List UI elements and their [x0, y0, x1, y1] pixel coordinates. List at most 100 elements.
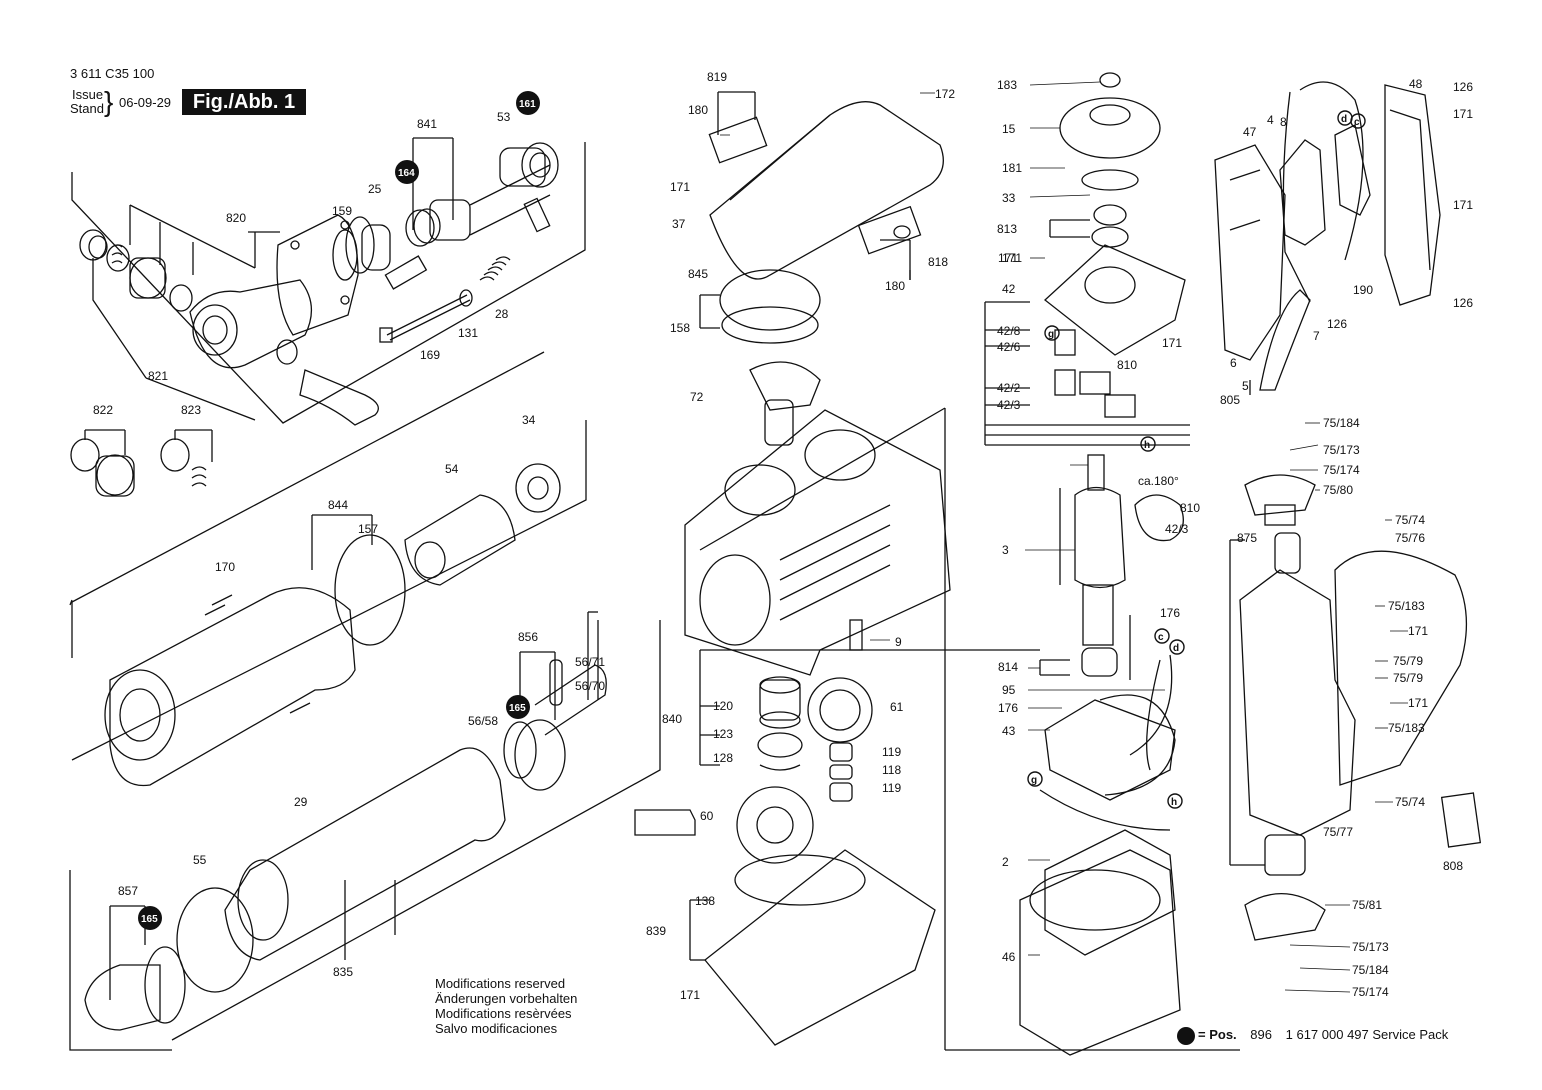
letter-marker: h [1144, 440, 1150, 451]
part-label: 29 [294, 795, 308, 809]
part-label: 183 [997, 78, 1017, 92]
part-label: 37 [672, 217, 686, 231]
part-label: 42/3 [1165, 522, 1189, 536]
part-label: 159 [332, 204, 352, 218]
part-label: 839 [646, 924, 666, 938]
part-label: 180 [885, 279, 905, 293]
letter-marker: c [1354, 117, 1360, 128]
part-label: 75/184 [1352, 963, 1389, 977]
part-label: 75/76 [1395, 531, 1425, 545]
part-label: 120 [713, 699, 733, 713]
part-label: 157 [358, 522, 378, 536]
part-label: 181 [1002, 161, 1022, 175]
part-label: 7 [1313, 329, 1320, 343]
part-label: 126 [1327, 317, 1347, 331]
part-label: 15 [1002, 122, 1016, 136]
part-label: 821 [148, 369, 168, 383]
note-line: Änderungen vorbehalten [435, 991, 578, 1006]
part-label: 75/174 [1352, 985, 1389, 999]
part-label: 126 [1453, 80, 1473, 94]
part-label: 25 [368, 182, 382, 196]
part-label: 75/79 [1393, 671, 1423, 685]
part-label: 171 [1002, 251, 1022, 265]
part-label: 123 [713, 727, 733, 741]
gear-cover-37 [709, 101, 944, 280]
part-label: 43 [1002, 724, 1016, 738]
modifications-note: Modifications reserved Änderungen vorbeh… [435, 976, 577, 1036]
part-label: 171 [1408, 624, 1428, 638]
part-label: 818 [928, 255, 948, 269]
legend-service-pack: 1 617 000 497 Service Pack [1285, 1027, 1449, 1042]
part-label: 844 [328, 498, 348, 512]
part-label: 819 [707, 70, 727, 84]
part-label: 171 [670, 180, 690, 194]
part-label: 171 [680, 988, 700, 1002]
part-label: 856 [518, 630, 538, 644]
badge-number: 164 [398, 168, 415, 179]
part-label: 126 [1453, 296, 1473, 310]
part-label: 4 [1267, 113, 1274, 127]
part-label: 48 [1409, 77, 1423, 91]
part-label: 56/71 [575, 655, 605, 669]
part-label: 75/184 [1323, 416, 1360, 430]
part-label: 56/70 [575, 679, 605, 693]
part-label: 75/77 [1323, 825, 1353, 839]
legend-pos-label: = Pos. [1198, 1027, 1237, 1042]
part-label: 808 [1443, 859, 1463, 873]
part-label: 72 [690, 390, 704, 404]
part-label: 158 [670, 321, 690, 335]
part-label: 119 [882, 745, 901, 759]
part-label: 171 [1408, 696, 1428, 710]
part-label: 875 [1237, 531, 1257, 545]
note-line: Modifications resèrvées [435, 1006, 572, 1021]
part-label: 95 [1002, 683, 1016, 697]
part-label: 47 [1243, 125, 1257, 139]
part-label: 75/79 [1393, 654, 1423, 668]
badge-number: 165 [509, 703, 526, 714]
letter-marker: h [1171, 797, 1177, 808]
part-label: 128 [713, 751, 733, 765]
part-label: 814 [998, 660, 1018, 674]
part-label: 75/174 [1323, 463, 1360, 477]
part-label: 170 [215, 560, 235, 574]
part-label: 75/173 [1323, 443, 1360, 457]
part-label: 6 [1230, 356, 1237, 370]
part-label: 53 [497, 110, 511, 124]
badge-marker [516, 91, 540, 115]
figure-title: Fig./Abb. 1 [182, 89, 306, 115]
part-label: 60 [700, 809, 714, 823]
stand-label: Stand [70, 101, 104, 116]
panel-outline-mid [71, 420, 587, 761]
note-line: Modifications reserved [435, 976, 566, 991]
part-label: 46 [1002, 950, 1016, 964]
part-label: 75/81 [1352, 898, 1382, 912]
part-label: 75/74 [1395, 513, 1425, 527]
part-label: 841 [417, 117, 437, 131]
part-label: 55 [193, 853, 207, 867]
part-label: 75/183 [1388, 721, 1425, 735]
part-label: 5 [1242, 379, 1249, 393]
part-label: 176 [998, 701, 1018, 715]
letter-marker: c [1158, 632, 1164, 643]
part-label: 822 [93, 403, 113, 417]
part-label: 42/6 [997, 340, 1021, 354]
part-label: 820 [226, 211, 246, 225]
letter-marker: d [1173, 643, 1179, 654]
service-pack-badges: 161 164 165 165 [138, 91, 540, 930]
document-number: 3 611 C35 100 [70, 66, 155, 81]
part-label: 33 [1002, 191, 1016, 205]
legend-dot-icon [1177, 1026, 1195, 1045]
part-label: 835 [333, 965, 353, 979]
part-label: 75/80 [1323, 483, 1353, 497]
issue-date: 06-09-29 [119, 95, 172, 110]
part-label: 171 [998, 251, 1018, 265]
panel-outline-bottom [69, 870, 172, 1051]
part-label: 845 [688, 267, 708, 281]
part-label: 131 [458, 326, 478, 340]
part-label: 8 [1280, 115, 1287, 129]
panel-outline-top [71, 142, 586, 424]
part-label: 823 [181, 403, 201, 417]
part-label: 56/58 [468, 714, 498, 728]
legend-pos-number: 896 [1250, 1027, 1272, 1042]
